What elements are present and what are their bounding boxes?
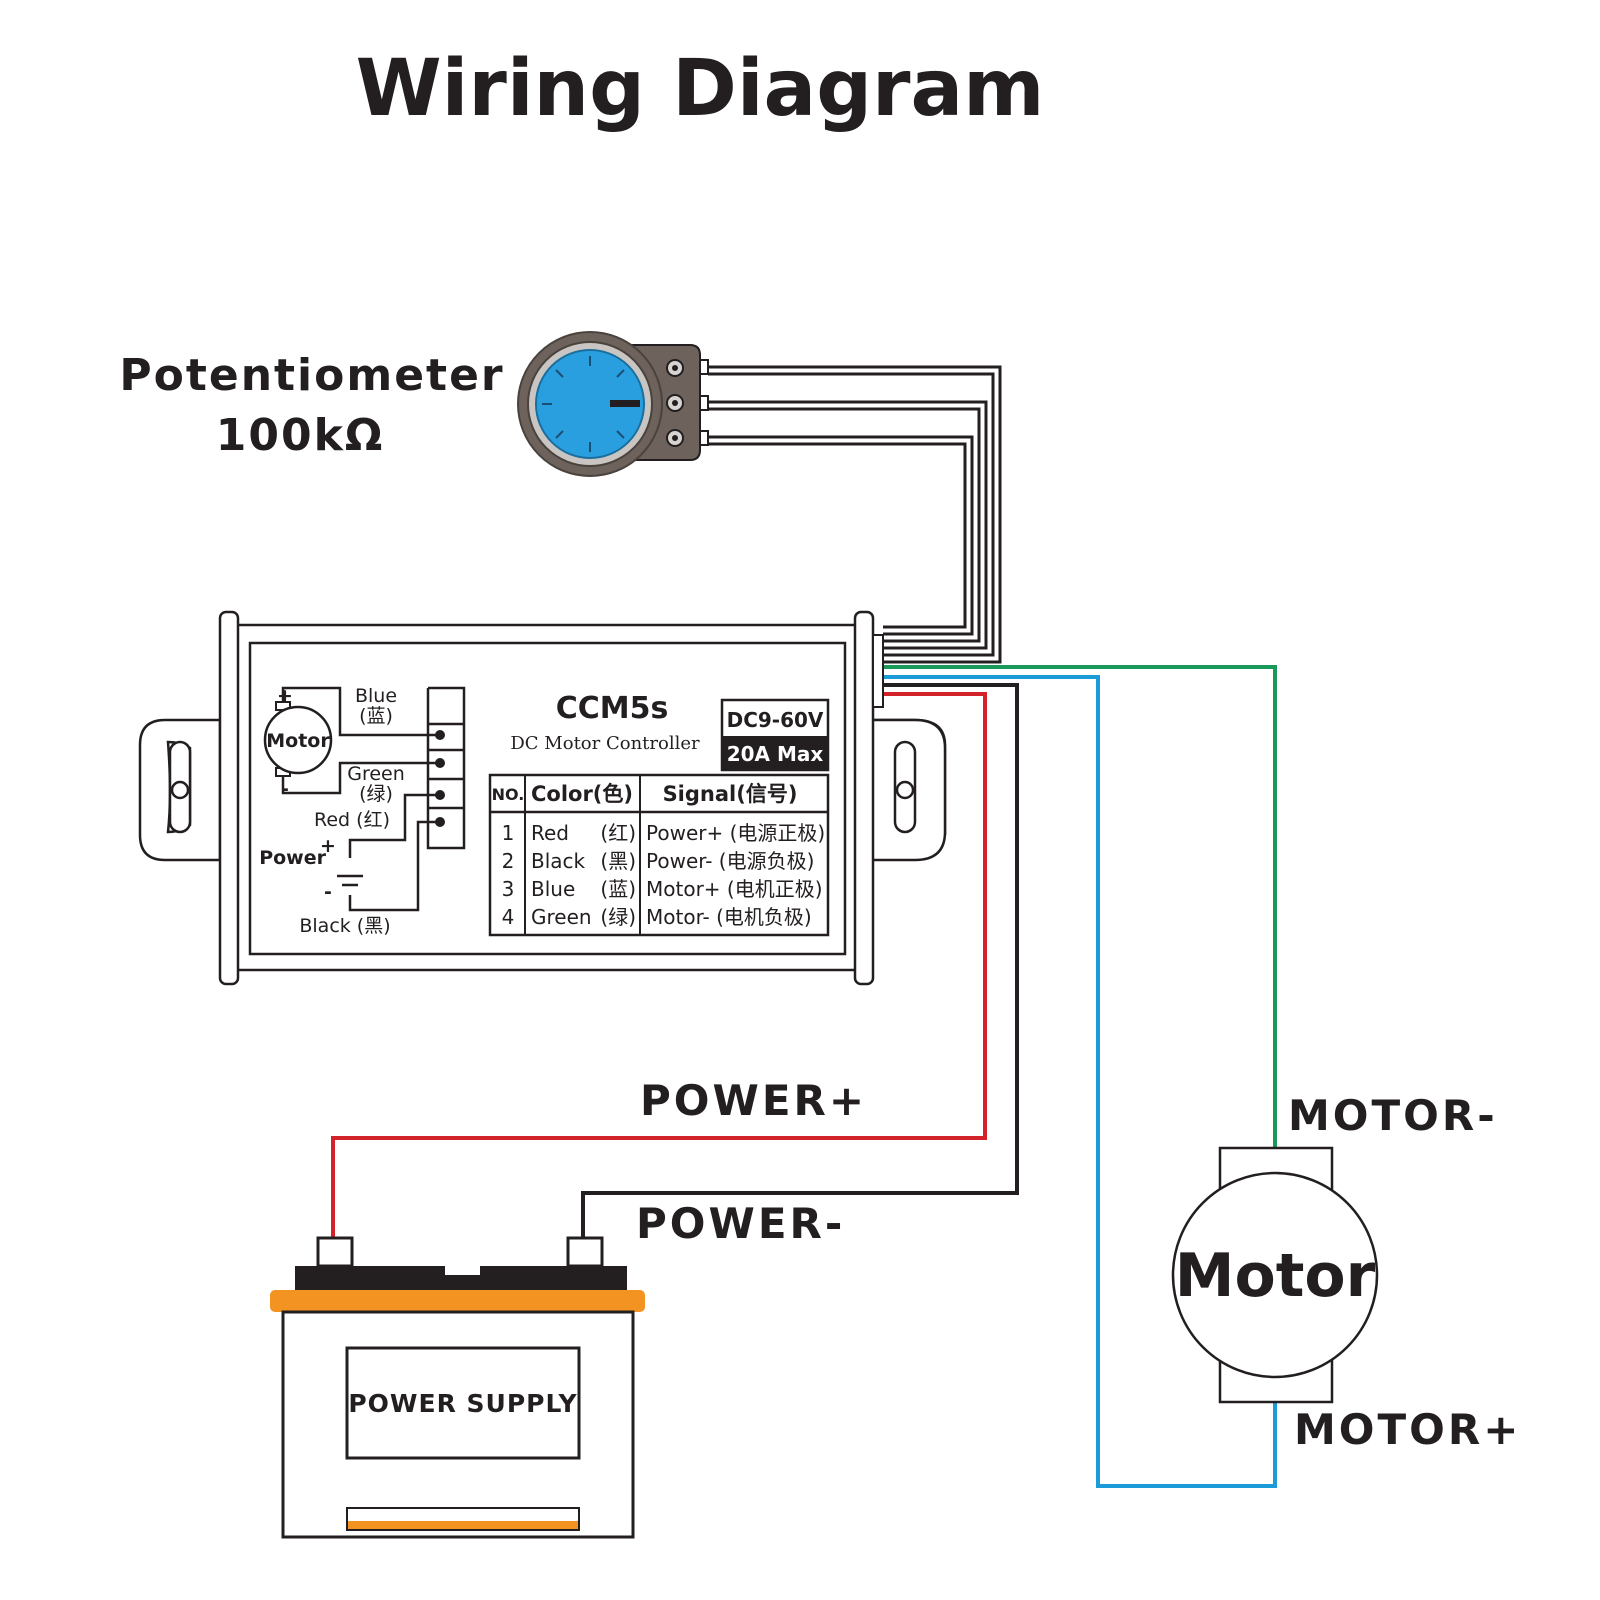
motor-plus-label: MOTOR+ bbox=[1294, 1405, 1521, 1454]
black-wire bbox=[581, 683, 1019, 1238]
potentiometer-icon bbox=[517, 331, 709, 477]
table-cell-signal: Power- (电源负极) bbox=[646, 849, 814, 873]
mini-motor-minus: - bbox=[281, 778, 289, 800]
diagram-title: Wiring Diagram bbox=[356, 44, 1045, 134]
mini-terminal-dots bbox=[435, 730, 445, 827]
table-cell-color: Green bbox=[531, 905, 592, 929]
potentiometer-wires bbox=[708, 365, 1002, 664]
table-cell-no: 2 bbox=[502, 849, 515, 873]
mini-green-label: Green bbox=[347, 763, 405, 785]
table-cell-color: Blue bbox=[531, 877, 575, 901]
table-row: 3 Blue (蓝) Motor+ (电机正极) bbox=[502, 877, 823, 901]
table-cell-signal: Motor- (电机负极) bbox=[646, 905, 812, 929]
table-row: 2 Black (黑) Power- (电源负极) bbox=[502, 849, 815, 873]
power-plus-label: POWER+ bbox=[640, 1076, 867, 1125]
mini-motor-plus: + bbox=[277, 685, 293, 707]
blue-wire bbox=[883, 675, 1277, 1488]
red-wire bbox=[331, 692, 987, 1238]
controller-brand: CCM5s bbox=[556, 691, 669, 726]
potentiometer-value: 100kΩ bbox=[216, 410, 385, 461]
mini-schematic bbox=[281, 686, 466, 912]
table-cell-signal: Motor+ (电机正极) bbox=[646, 877, 823, 901]
controller-voltage: DC9-60V bbox=[727, 708, 824, 732]
table-cell-no: 1 bbox=[502, 821, 515, 845]
table-header-color: Color(色) bbox=[531, 782, 633, 806]
table-cell-no: 3 bbox=[502, 877, 515, 901]
table-cell-signal: Power+ (电源正极) bbox=[646, 821, 825, 845]
motor-minus-label: MOTOR- bbox=[1288, 1091, 1498, 1140]
pinout-table bbox=[488, 773, 830, 937]
mini-red-label: Red (红) bbox=[314, 809, 390, 831]
table-cell-color-cn: (黑) bbox=[600, 849, 636, 873]
table-cell-color-cn: (蓝) bbox=[600, 877, 636, 901]
table-cell-color-cn: (红) bbox=[600, 821, 636, 845]
mini-motor-icon bbox=[263, 701, 333, 777]
table-cell-color-cn: (绿) bbox=[600, 905, 636, 929]
mini-green-cn: (绿) bbox=[359, 783, 393, 805]
potentiometer-label: Potentiometer bbox=[119, 350, 504, 401]
mini-blue-cn: (蓝) bbox=[359, 705, 393, 727]
mini-power-label: Power bbox=[259, 847, 326, 869]
controller-ear-right bbox=[868, 718, 947, 862]
controller-current: 20A Max bbox=[727, 742, 824, 766]
power-minus-label: POWER- bbox=[636, 1199, 845, 1248]
table-header-no: NO. bbox=[492, 785, 525, 804]
table-header-signal: Signal(信号) bbox=[663, 782, 798, 806]
controller-ear-left bbox=[138, 718, 222, 862]
table-row: 4 Green (绿) Motor- (电机负极) bbox=[502, 905, 812, 929]
table-cell-color: Red bbox=[531, 821, 569, 845]
battery-label: POWER SUPPLY bbox=[348, 1389, 577, 1418]
table-cell-color: Black bbox=[531, 849, 586, 873]
mini-blue-label: Blue bbox=[355, 685, 397, 707]
mini-power-minus: - bbox=[324, 881, 332, 903]
battery-icon bbox=[270, 1236, 645, 1539]
table-cell-no: 4 bbox=[502, 905, 515, 929]
table-row: 1 Red (红) Power+ (电源正极) bbox=[502, 821, 826, 845]
motor-icon bbox=[1171, 1146, 1379, 1404]
mini-power-plus: + bbox=[320, 835, 336, 857]
spec-box bbox=[720, 698, 830, 772]
mini-black-label: Black (黑) bbox=[299, 915, 390, 937]
controller-subtitle: DC Motor Controller bbox=[510, 733, 700, 754]
motor-label: Motor bbox=[1175, 1241, 1376, 1311]
mini-motor-label: Motor bbox=[266, 730, 330, 752]
green-wire bbox=[883, 665, 1277, 1148]
